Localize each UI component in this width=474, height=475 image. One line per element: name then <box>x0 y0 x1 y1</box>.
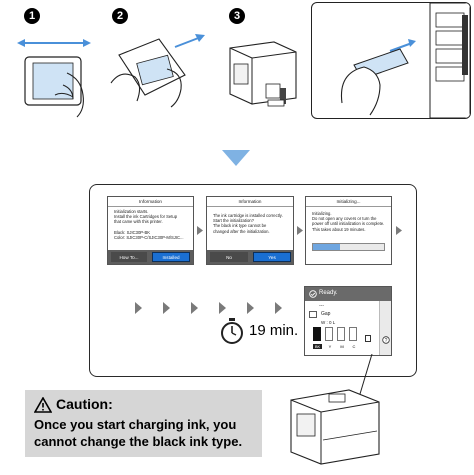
yes-button[interactable]: Yes <box>253 252 291 262</box>
step-2-number: 2 <box>112 8 128 24</box>
chevron-right-icon <box>135 302 142 314</box>
screen-message: Initializing. Do not open any covers or … <box>312 211 385 232</box>
paper-roll-icon <box>309 311 317 318</box>
chevron-right-icon <box>219 302 226 314</box>
installed-button[interactable]: Installed <box>152 252 190 262</box>
shake-cartridge-illustration <box>17 39 91 118</box>
chevron-right-icon <box>275 302 282 314</box>
status-sidebar <box>379 301 391 355</box>
chevron-right-icon <box>247 302 254 314</box>
printer-illustration <box>290 389 380 465</box>
printer-open-cover-illustration <box>229 41 297 107</box>
ink-bar-bk <box>313 327 321 341</box>
caution-title: Caution: <box>56 396 113 412</box>
stopwatch-icon <box>221 318 243 344</box>
svg-text:?: ? <box>385 338 388 344</box>
screen-title: Initializing... <box>336 199 361 204</box>
chevron-right-icon <box>163 302 170 314</box>
caution-box <box>25 390 262 457</box>
ink-bar-m <box>337 327 345 341</box>
caution-line-2: cannot change the black ink type. <box>34 434 243 449</box>
unwrap-package-illustration <box>110 34 205 108</box>
ink-label-y: Y <box>328 344 332 349</box>
chevron-right-icon <box>191 302 198 314</box>
timer-label: 19 min. <box>249 322 299 339</box>
ink-label-m: M <box>340 344 344 349</box>
screen-title: Information <box>238 199 262 204</box>
down-arrow-icon <box>222 150 250 166</box>
step-1-number: 1 <box>24 8 40 24</box>
progress-bar <box>312 243 385 251</box>
maintenance-box-icon <box>365 335 371 342</box>
status-header <box>305 287 391 301</box>
screen-message: The ink cartridge is installed correctly… <box>213 213 283 234</box>
step-3-number: 3 <box>229 8 245 24</box>
status-dashes: --- <box>319 303 324 309</box>
ink-bar-c <box>349 327 357 341</box>
no-button[interactable]: No <box>210 252 248 262</box>
screen-message: Initialization starts. Install the ink C… <box>114 209 184 241</box>
initializing-screen: Initializing... Initializing. Do not ope… <box>305 196 392 265</box>
gap-label: Gap <box>321 311 331 317</box>
caution-line-1: Once you start charging ink, you <box>34 417 237 432</box>
cartridge-insert-detail <box>311 2 471 119</box>
ready-status-screen: Ready. --- Gap W : 0 L BK Y M C ? <box>304 286 392 356</box>
waste-ink-label: W : 0 L <box>321 320 336 325</box>
progress-bar-fill <box>313 244 340 250</box>
ink-level-bars <box>313 327 359 341</box>
information-screen-1: Information Initialization starts. Insta… <box>107 196 194 265</box>
how-to-button[interactable]: How To... <box>111 252 147 262</box>
callout-line <box>359 354 373 394</box>
ink-label-c: C <box>352 344 356 349</box>
screen-title: Information <box>139 199 162 204</box>
ready-text: Ready. <box>319 290 338 296</box>
progress-chevrons <box>135 302 282 314</box>
information-screen-2: Information The ink cartridge is install… <box>206 196 294 265</box>
ink-label-bk: BK <box>313 344 322 349</box>
warning-triangle-icon <box>34 397 52 413</box>
chevron-right-icon <box>197 226 203 235</box>
ink-bar-y <box>325 327 333 341</box>
chevron-right-icon <box>396 226 402 235</box>
check-circle-icon <box>309 290 317 298</box>
help-icon[interactable]: ? <box>382 336 390 344</box>
chevron-right-icon <box>297 226 303 235</box>
